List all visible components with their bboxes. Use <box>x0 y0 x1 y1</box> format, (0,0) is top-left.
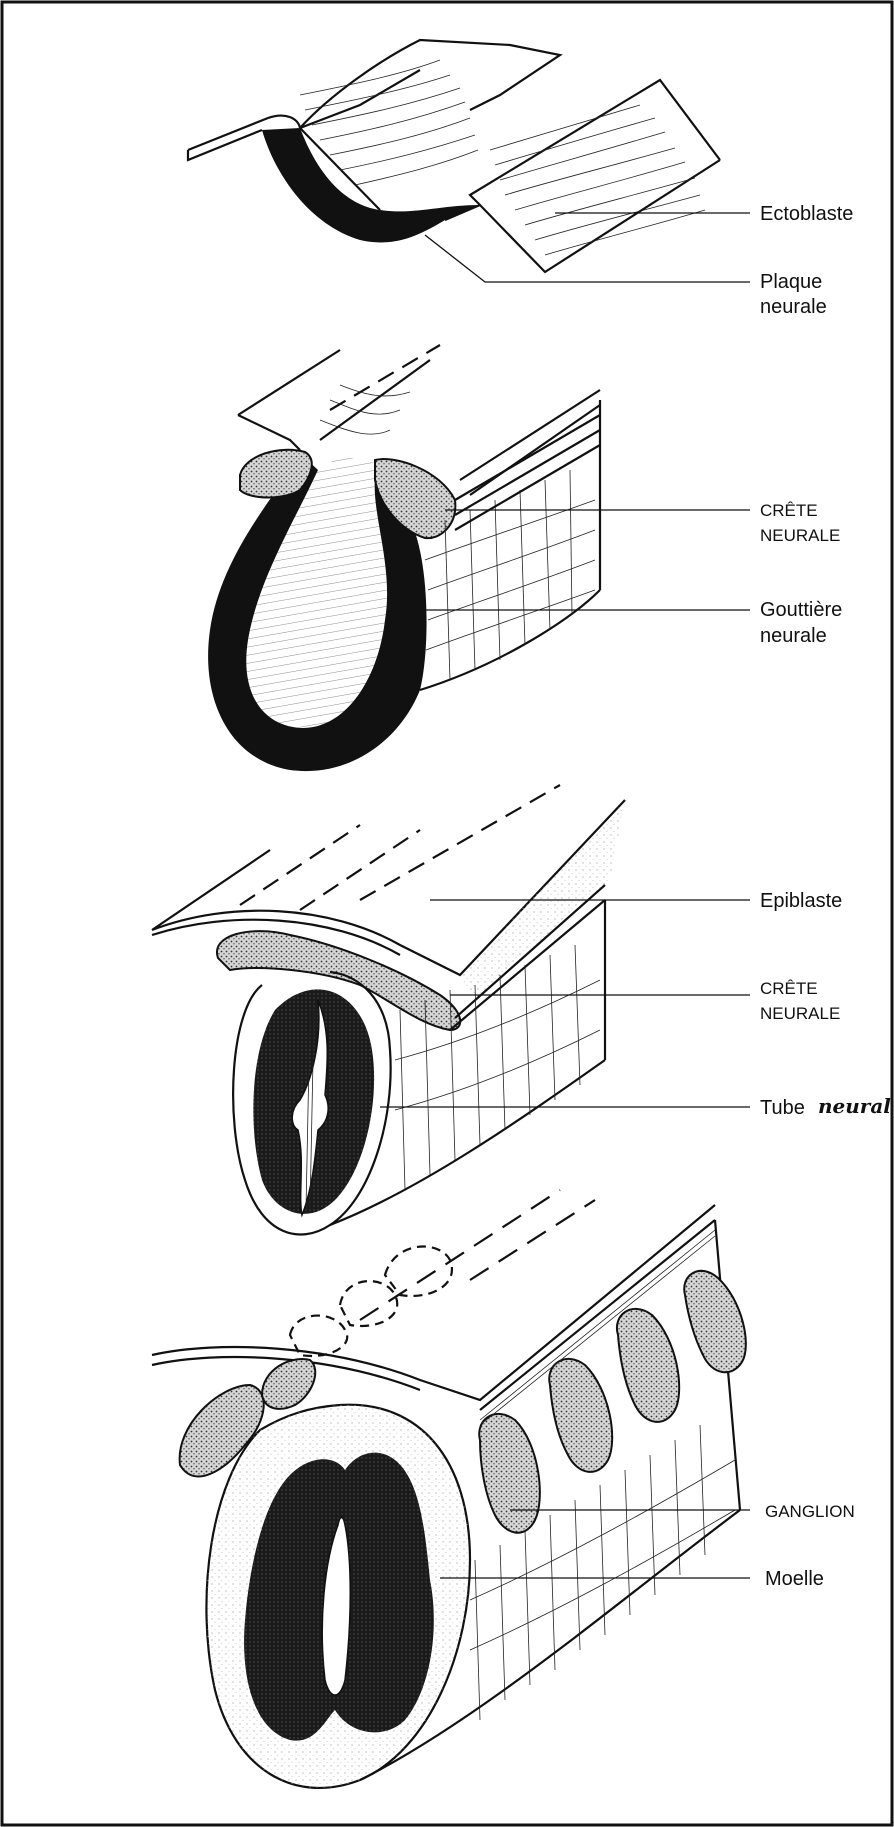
ganglion-2 <box>549 1359 612 1472</box>
stage-neural-groove <box>208 345 600 771</box>
ganglion-1 <box>479 1414 540 1533</box>
label-plaque-line2: neurale <box>760 296 827 318</box>
label-epiblaste: Epiblaste <box>760 890 842 912</box>
label-plaque-line1: Plaque <box>760 271 822 293</box>
stage-spinal-cord <box>152 1190 746 1788</box>
neural-plate-groove <box>262 128 480 242</box>
label-crete2-line1: CRÊTE <box>760 979 818 998</box>
label-crete2-line2: NEURALE <box>760 1004 840 1023</box>
label-ectoblaste: Ectoblaste <box>760 203 853 225</box>
stage-neural-tube <box>152 785 625 1235</box>
neural-crest-left <box>240 450 312 498</box>
label-gouttiere-line1: Gouttière <box>760 599 842 621</box>
label-crete1-line1: CRÊTE <box>760 501 818 520</box>
label-crete1-line2: NEURALE <box>760 526 840 545</box>
label-gouttiere-line2: neurale <box>760 625 827 647</box>
ganglion-left-inner <box>262 1359 315 1409</box>
ganglion-3 <box>617 1309 679 1422</box>
label-tube-handwritten: neural <box>818 1094 891 1118</box>
label-ganglion: GANGLION <box>765 1502 855 1521</box>
ganglion-4 <box>684 1271 746 1372</box>
stage-neural-plate <box>188 40 720 272</box>
label-moelle: Moelle <box>765 1568 824 1590</box>
label-tube-printed: Tube <box>760 1097 805 1119</box>
plaque-leader <box>425 235 750 282</box>
